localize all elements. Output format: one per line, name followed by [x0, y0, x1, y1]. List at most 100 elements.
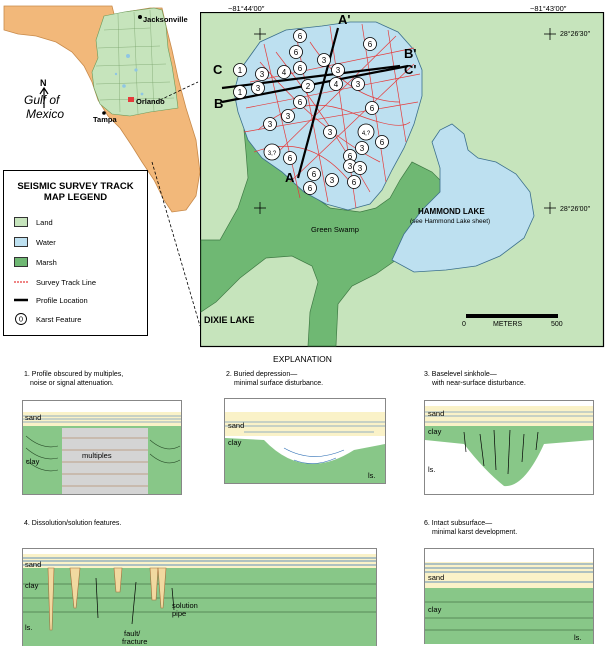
lat-top-label: 28°26′30″ — [560, 31, 590, 38]
karst-feature-label: 2 — [306, 82, 311, 91]
karst-feature-label: 6 — [308, 184, 313, 193]
legend-label-profile: Profile Location — [36, 295, 88, 305]
county-lines — [95, 9, 175, 115]
panel6-profile: sand clay ls. — [424, 548, 594, 644]
karst-symbol-icon: 0 — [15, 313, 27, 325]
solution-pipes — [47, 567, 167, 631]
karst-feature-marker: 6 — [303, 181, 317, 195]
hammond-lake-label: HAMMOND LAKE — [418, 207, 485, 216]
panel4-fault-label-2: fracture — [122, 637, 147, 646]
karst-feature-label: 4 — [282, 68, 287, 77]
karst-feature-label: 6 — [298, 64, 303, 73]
panel1-caption-2: noise or signal attenuation. — [30, 380, 114, 387]
karst-feature-marker: 3 — [317, 53, 331, 67]
karst-feature-label: 3 — [322, 56, 327, 65]
karst-feature-marker: 3 — [323, 125, 337, 139]
legend-row-karst: 0 Karst Feature — [14, 313, 81, 325]
panel1-profile: sand clay multiples — [22, 400, 182, 495]
city-tampa: Tampa — [93, 115, 117, 124]
panel6-caption-1: 6. Intact subsurface— — [424, 520, 493, 527]
panel2-caption-1: 2. Buried depression— — [226, 371, 298, 378]
karst-feature-label: 3 — [360, 144, 365, 153]
scale-units: METERS — [493, 321, 523, 328]
panel3-clay-label: clay — [428, 427, 442, 436]
panel2-clay-label: clay — [228, 438, 242, 447]
karst-feature-label: 3 — [260, 70, 265, 79]
karst-feature-label: 1 — [238, 66, 243, 75]
karst-feature-marker: 3 — [255, 67, 269, 81]
karst-feature-marker: 6 — [307, 167, 321, 181]
panel3-profile: sand clay ls. — [424, 400, 594, 495]
karst-feature-marker: 4 — [329, 77, 343, 91]
panel6-sand-label: sand — [428, 573, 444, 582]
karst-feature-marker: 6 — [283, 151, 297, 165]
green-swamp-label: Green Swamp — [311, 225, 359, 234]
panel6-clay-label: clay — [428, 605, 442, 614]
grid-ticks — [254, 28, 556, 214]
legend-label-water: Water — [36, 237, 56, 247]
gulf-label-2: Mexico — [26, 107, 64, 121]
legend-label-marsh: Marsh — [36, 257, 57, 267]
panel2-sand-label: sand — [228, 421, 244, 430]
profile-label-a: A — [285, 170, 295, 185]
panel2-ls-label: ls. — [368, 471, 376, 480]
inset-pointer-top — [159, 81, 199, 101]
scale-max: 500 — [551, 321, 563, 328]
karst-feature-label: 3 — [356, 80, 361, 89]
karst-feature-label: 3 — [330, 176, 335, 185]
karst-feature-marker: 3 — [351, 77, 365, 91]
panel4-fault-label-1: fault/ — [124, 629, 141, 638]
panel1-sand-label: sand — [25, 413, 41, 422]
legend-row-profile: Profile Location — [14, 295, 88, 305]
gulf-label-1: Gulf of — [24, 93, 61, 107]
karst-feature-marker: 1 — [233, 63, 247, 77]
panel6-ls-label: ls. — [574, 633, 582, 642]
florida-inset-map: Jacksonville Orlando Tampa N Gulf of Mex… — [3, 5, 200, 213]
panel1-multiples-label: multiples — [82, 451, 112, 460]
karst-feature-marker: 4,? — [357, 123, 375, 141]
inset-pointer-bottom — [151, 161, 201, 327]
profile-label-c-prime: C' — [404, 62, 416, 77]
panel3-caption-2: with near-surface disturbance. — [432, 380, 526, 387]
karst-feature-marker: 3 — [281, 109, 295, 123]
karst-feature-label: 6 — [298, 98, 303, 107]
karst-feature-marker: 6 — [375, 135, 389, 149]
karst-feature-marker: 1 — [233, 85, 247, 99]
karst-feature-marker: 3 — [355, 141, 369, 155]
study-area-marker — [128, 97, 134, 102]
karst-feature-label: 6 — [380, 138, 385, 147]
legend-label-karst: Karst Feature — [36, 314, 82, 324]
dixie-lake-label: DIXIE LAKE — [204, 315, 255, 325]
profile-label-a-prime: A' — [338, 12, 350, 27]
karst-feature-marker: 6 — [293, 29, 307, 43]
scale-zero: 0 — [462, 321, 466, 328]
karst-feature-marker: 3 — [353, 161, 367, 175]
lon-right-label: −81°43′00″ — [530, 4, 567, 13]
karst-feature-marker: 6 — [363, 37, 377, 51]
study-region — [91, 7, 179, 117]
karst-feature-marker: 3 — [263, 117, 277, 131]
city-jacksonville: Jacksonville — [143, 15, 188, 24]
panel4-pipe-label-1: solution — [172, 601, 198, 610]
karst-feature-label: 3 — [348, 162, 353, 171]
profile-label-b: B — [214, 96, 223, 111]
north-label: N — [40, 78, 47, 88]
profile-lines — [221, 27, 409, 179]
water-swatch — [14, 237, 28, 247]
karst-feature-label: 6 — [312, 170, 317, 179]
north-arrow-icon — [39, 86, 49, 108]
karst-feature-marker: 3 — [251, 81, 265, 95]
karst-feature-label: 4 — [334, 80, 339, 89]
karst-feature-label: 3 — [256, 84, 261, 93]
karst-feature-label: 3 — [328, 128, 333, 137]
karst-feature-label: 3 — [358, 164, 363, 173]
panel3-caption-1: 3. Baselevel sinkhole— — [424, 371, 497, 378]
explanation-title: EXPLANATION — [273, 354, 332, 364]
panel4-pipe-label-2: pipe — [172, 609, 186, 618]
panel1-clay-label: clay — [26, 457, 40, 466]
lon-left-label: −81°44′00″ — [228, 4, 265, 13]
legend-title-line1: SEISMIC SURVEY TRACK — [17, 181, 134, 192]
city-orlando: Orlando — [136, 97, 165, 106]
panel4-ls-label: ls. — [25, 623, 33, 632]
